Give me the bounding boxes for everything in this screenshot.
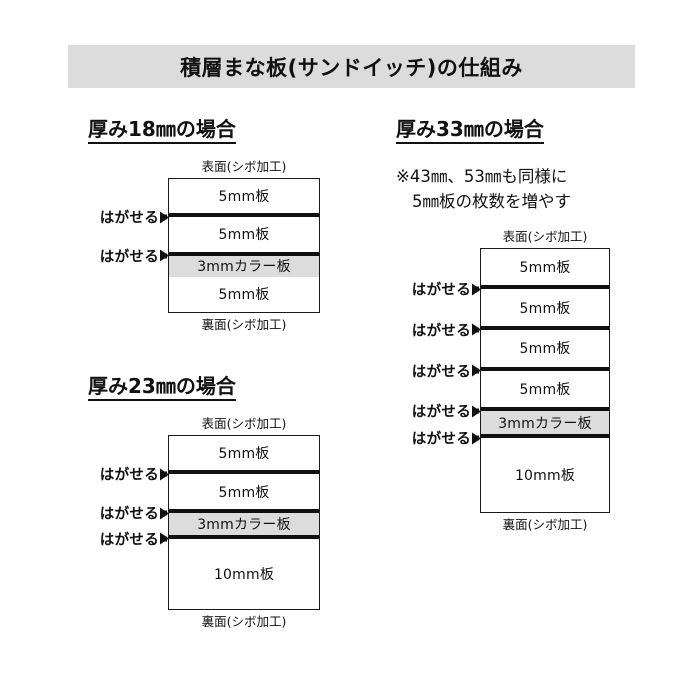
bottom-face-label-23mm: 裏面(シボ加工) bbox=[201, 613, 287, 629]
section-heading-33mm: 厚み33㎜の場合 bbox=[396, 118, 544, 144]
section-heading-18mm: 厚み18㎜の場合 bbox=[88, 118, 236, 144]
layer-label: 5mm板 bbox=[519, 381, 571, 398]
peel-label: はがせる bbox=[411, 431, 471, 448]
layer-label: 5mm板 bbox=[218, 188, 270, 205]
note-33mm: ※43㎜、53㎜も同様に 5㎜板の枚数を増やす bbox=[396, 165, 571, 215]
layer-t33-4: 3mmカラー板 はがせる bbox=[412, 405, 609, 435]
layer-t18-1: 5mm板 はがせる bbox=[100, 211, 319, 252]
peel-label: はがせる bbox=[99, 506, 159, 523]
arrow-right-icon bbox=[160, 507, 169, 520]
layer-label: 3mmカラー板 bbox=[498, 415, 592, 432]
layer-label: 5mm板 bbox=[519, 259, 571, 276]
layer-t33-2: 5mm板 はがせる bbox=[412, 323, 609, 367]
layer-t18-3: 5mm板 bbox=[169, 276, 319, 312]
note-line-1: ※43㎜、53㎜も同様に bbox=[396, 167, 568, 186]
layer-t33-3: 5mm板 はがせる bbox=[412, 364, 609, 408]
top-face-label-33mm: 表面(シボ加工) bbox=[502, 229, 588, 244]
top-face-label-18mm: 表面(シボ加工) bbox=[201, 159, 287, 174]
peel-marker: はがせる bbox=[412, 401, 481, 422]
layer-label: 3mmカラー板 bbox=[197, 516, 291, 533]
layer-t18-0: 5mm板 bbox=[169, 178, 319, 214]
bottom-face-label-33mm: 裏面(シボ加工) bbox=[502, 516, 588, 532]
peel-label: はがせる bbox=[99, 532, 159, 549]
peel-label: はがせる bbox=[411, 323, 471, 340]
arrow-right-icon bbox=[160, 468, 169, 481]
peel-label: はがせる bbox=[411, 282, 471, 299]
peel-label: はがせる bbox=[99, 210, 159, 227]
title-band: 積層まな板(サンドイッチ)の仕組み bbox=[68, 45, 635, 88]
layer-t23-0: 5mm板 bbox=[169, 435, 319, 471]
arrow-right-icon bbox=[472, 283, 481, 296]
layer-t18-2: 3mmカラー板 はがせる bbox=[100, 249, 319, 277]
layer-label: 5mm板 bbox=[218, 287, 270, 304]
bottom-face-label-18mm: 裏面(シボ加工) bbox=[201, 316, 287, 332]
arrow-right-icon bbox=[472, 323, 481, 336]
layer-t23-3: 10mm板 はがせる bbox=[100, 532, 319, 609]
layer-label: 5mm板 bbox=[519, 341, 571, 358]
peel-label: はがせる bbox=[99, 249, 159, 266]
arrow-right-icon bbox=[160, 211, 169, 224]
layer-t33-5: 10mm板 はがせる bbox=[412, 432, 609, 512]
arrow-right-icon bbox=[472, 405, 481, 418]
layer-t23-1: 5mm板 はがせる bbox=[100, 468, 319, 510]
arrow-right-icon bbox=[472, 432, 481, 445]
layer-label: 5mm板 bbox=[218, 445, 270, 462]
layer-t33-0: 5mm板 bbox=[481, 248, 609, 286]
layer-t23-2: 3mmカラー板 はがせる bbox=[100, 507, 319, 535]
layer-label: 5mm板 bbox=[218, 227, 270, 244]
layer-label: 5mm板 bbox=[519, 300, 571, 317]
layer-label: 10mm板 bbox=[514, 467, 576, 484]
peel-marker: はがせる bbox=[100, 528, 169, 549]
layer-label: 10mm板 bbox=[213, 566, 275, 583]
layer-t33-1: 5mm板 はがせる bbox=[412, 283, 609, 326]
arrow-right-icon bbox=[160, 249, 169, 262]
peel-label: はがせる bbox=[411, 404, 471, 421]
note-line-2: 5㎜板の枚数を増やす bbox=[412, 191, 571, 211]
peel-marker: はがせる bbox=[412, 360, 481, 381]
peel-marker: はがせる bbox=[100, 245, 169, 266]
layer-label: 5mm板 bbox=[218, 484, 270, 501]
arrow-right-icon bbox=[160, 532, 169, 545]
layer-label: 3mmカラー板 bbox=[197, 259, 291, 276]
peel-marker: はがせる bbox=[412, 319, 481, 340]
top-face-label-23mm: 表面(シボ加工) bbox=[201, 416, 287, 431]
peel-marker: はがせる bbox=[100, 464, 169, 485]
arrow-right-icon bbox=[472, 364, 481, 377]
page-title: 積層まな板(サンドイッチ)の仕組み bbox=[180, 55, 523, 80]
peel-marker: はがせる bbox=[412, 279, 481, 300]
peel-marker: はがせる bbox=[100, 207, 169, 228]
section-heading-23mm: 厚み23㎜の場合 bbox=[88, 375, 236, 401]
peel-label: はがせる bbox=[99, 467, 159, 484]
peel-marker: はがせる bbox=[100, 503, 169, 524]
peel-label: はがせる bbox=[411, 364, 471, 381]
peel-marker: はがせる bbox=[412, 428, 481, 449]
